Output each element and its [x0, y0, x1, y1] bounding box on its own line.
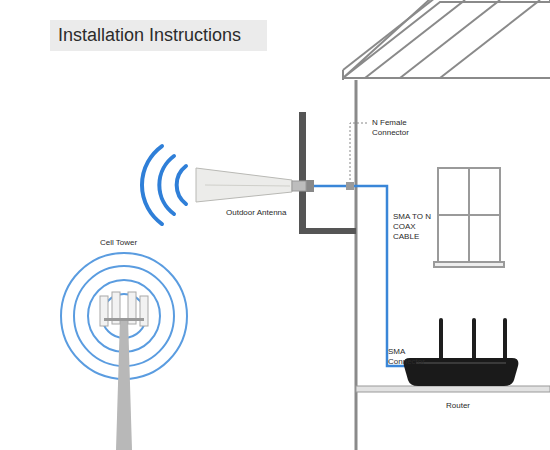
outdoor-antenna: [196, 168, 306, 202]
house-window: [434, 168, 504, 267]
signal-waves: [142, 146, 186, 224]
router: [404, 318, 519, 386]
callout-label: N Female Connector: [372, 118, 432, 138]
cell-tower: [61, 253, 187, 450]
n-connector: [346, 182, 354, 190]
callout-label: SMA TO N COAX CABLE: [393, 212, 437, 242]
callout-label: SMA Connector: [388, 347, 428, 367]
leader-line: [350, 123, 369, 180]
house-roof: [343, 0, 550, 80]
callout-label: Outdoor Antenna: [226, 208, 287, 218]
callout-label: Router: [446, 401, 470, 411]
house-floor: [356, 386, 550, 392]
callout-label: Cell Tower: [100, 238, 137, 248]
mount-bracket: [299, 112, 356, 234]
title-banner: Installation Instructions: [50, 20, 267, 51]
house-wall: [355, 80, 358, 450]
